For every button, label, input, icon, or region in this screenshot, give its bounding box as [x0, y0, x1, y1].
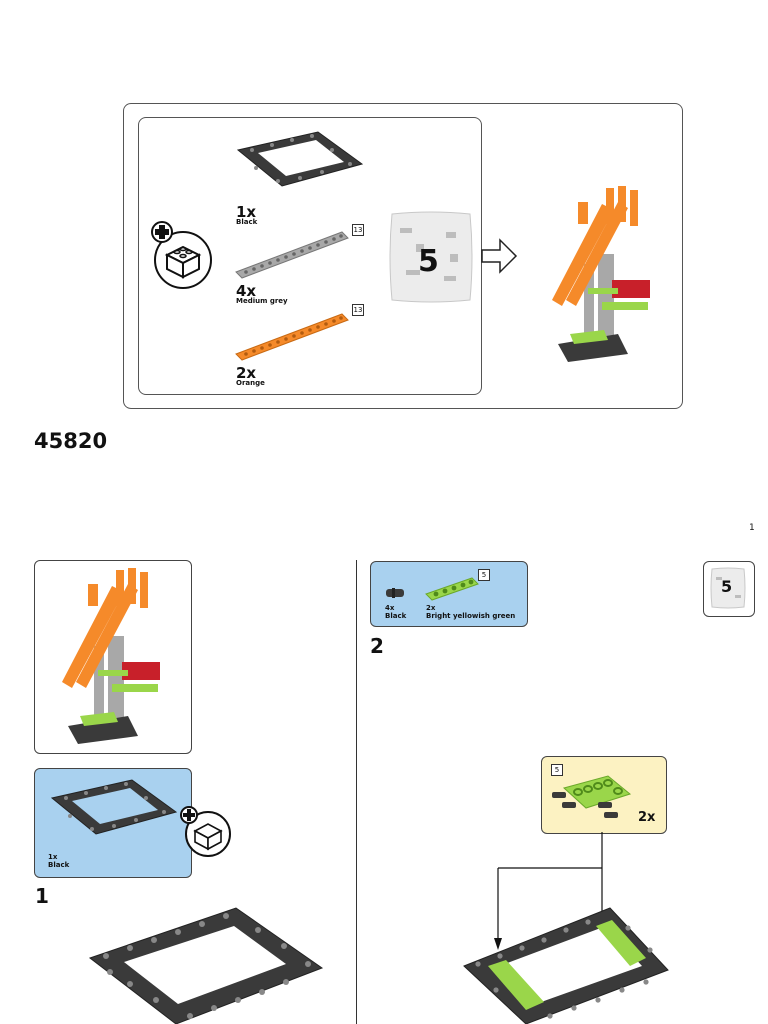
part-qty: 1x — [236, 203, 257, 221]
page-number: 1 — [749, 523, 755, 533]
part-qty: 4x — [236, 282, 257, 300]
orange-beam-part-icon — [235, 313, 349, 361]
parts-bag-icon — [389, 211, 473, 303]
black-frame-part-icon — [50, 779, 178, 835]
part-color: Medium grey — [236, 297, 288, 305]
length-badge: 5 — [478, 569, 490, 581]
step2-assembly-image — [463, 907, 669, 1024]
length-badge: 5 — [551, 764, 563, 776]
new-bag-icon — [180, 806, 231, 857]
green-beam-part-icon — [425, 577, 479, 601]
green-beam-with-pins-image — [552, 775, 632, 818]
new-bag-icon — [151, 221, 212, 289]
column-divider — [356, 560, 357, 1024]
length-badge: 13 — [352, 224, 364, 236]
black-frame-part-icon — [236, 131, 364, 187]
part-color: Bright yellowish green — [426, 612, 516, 620]
length-badge: 13 — [352, 304, 364, 316]
grey-beam-part-icon — [235, 231, 349, 279]
step-number: 2 — [370, 634, 384, 658]
model-preview-image — [552, 186, 650, 362]
bag-number: 5 — [418, 244, 439, 279]
part-qty: 4x — [385, 604, 395, 612]
part-qty: 2x — [426, 604, 436, 612]
part-qty: 2x — [236, 364, 257, 382]
part-color: Orange — [236, 379, 265, 387]
part-qty: 1x — [48, 853, 58, 861]
part-color: Black — [236, 218, 258, 226]
set-number: 45820 — [34, 429, 108, 453]
step-number: 1 — [35, 884, 49, 908]
callout-qty: 2x — [638, 810, 656, 825]
model-thumbnail-image — [62, 568, 160, 744]
arrow-right-icon — [481, 238, 518, 274]
black-pin-part-icon — [386, 588, 404, 598]
bag-number: 5 — [721, 577, 733, 596]
parts-bag-icon — [710, 567, 746, 609]
part-color: Black — [385, 612, 407, 620]
overview-frame — [123, 103, 683, 409]
part-color: Black — [48, 861, 70, 869]
step1-frame-image — [88, 907, 324, 1024]
